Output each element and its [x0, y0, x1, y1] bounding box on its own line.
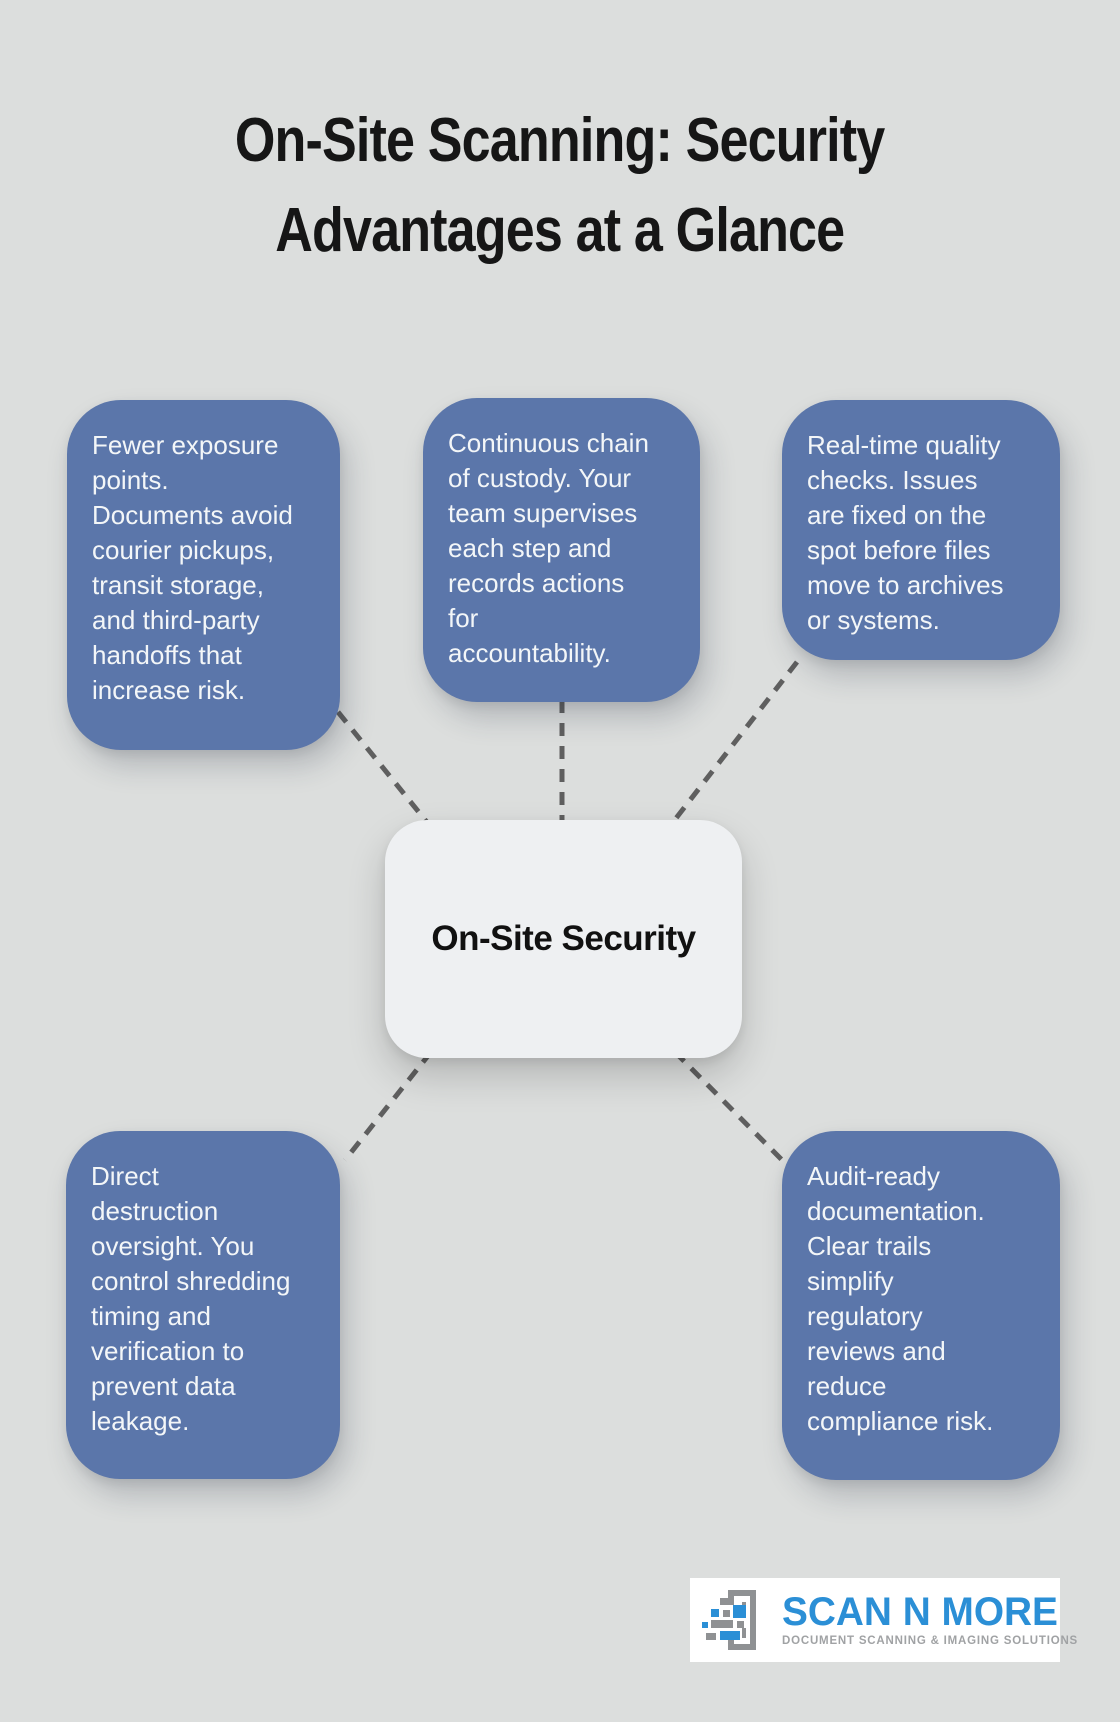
logo-tagline: DOCUMENT SCANNING & IMAGING SOLUTIONS — [782, 1635, 1079, 1647]
logo-text-block: SCAN N MORE DOCUMENT SCANNING & IMAGING … — [782, 1592, 1078, 1648]
scanner-document-icon — [702, 1590, 756, 1650]
page-title: On-Site Scanning: Security Advantages at… — [0, 96, 1120, 276]
logo-name: SCAN N MORE — [782, 1590, 1058, 1634]
advantage-box-destruction-oversight: Direct destruction oversight. You contro… — [66, 1131, 340, 1479]
connector-bottom-left — [343, 1050, 433, 1162]
advantage-box-chain-of-custody: Continuous chain of custody. Your team s… — [423, 398, 700, 702]
company-logo: SCAN N MORE DOCUMENT SCANNING & IMAGING … — [690, 1578, 1077, 1662]
connector-top-left — [336, 710, 432, 828]
central-node: On-Site Security — [385, 820, 742, 1058]
advantage-box-audit-ready: Audit-ready documentation. Clear trails … — [782, 1131, 1060, 1480]
advantage-box-fewer-exposure-points: Fewer exposure points. Documents avoid c… — [67, 400, 340, 750]
page-title-line1: On-Site Scanning: Security — [235, 106, 885, 175]
advantage-box-real-time-quality: Real-time quality checks. Issues are fix… — [782, 400, 1060, 660]
page-title-line2: Advantages at a Glance — [275, 196, 845, 265]
connector-bottom-right — [673, 1050, 784, 1162]
central-node-label: On-Site Security — [431, 919, 696, 958]
connector-top-right — [668, 660, 799, 828]
